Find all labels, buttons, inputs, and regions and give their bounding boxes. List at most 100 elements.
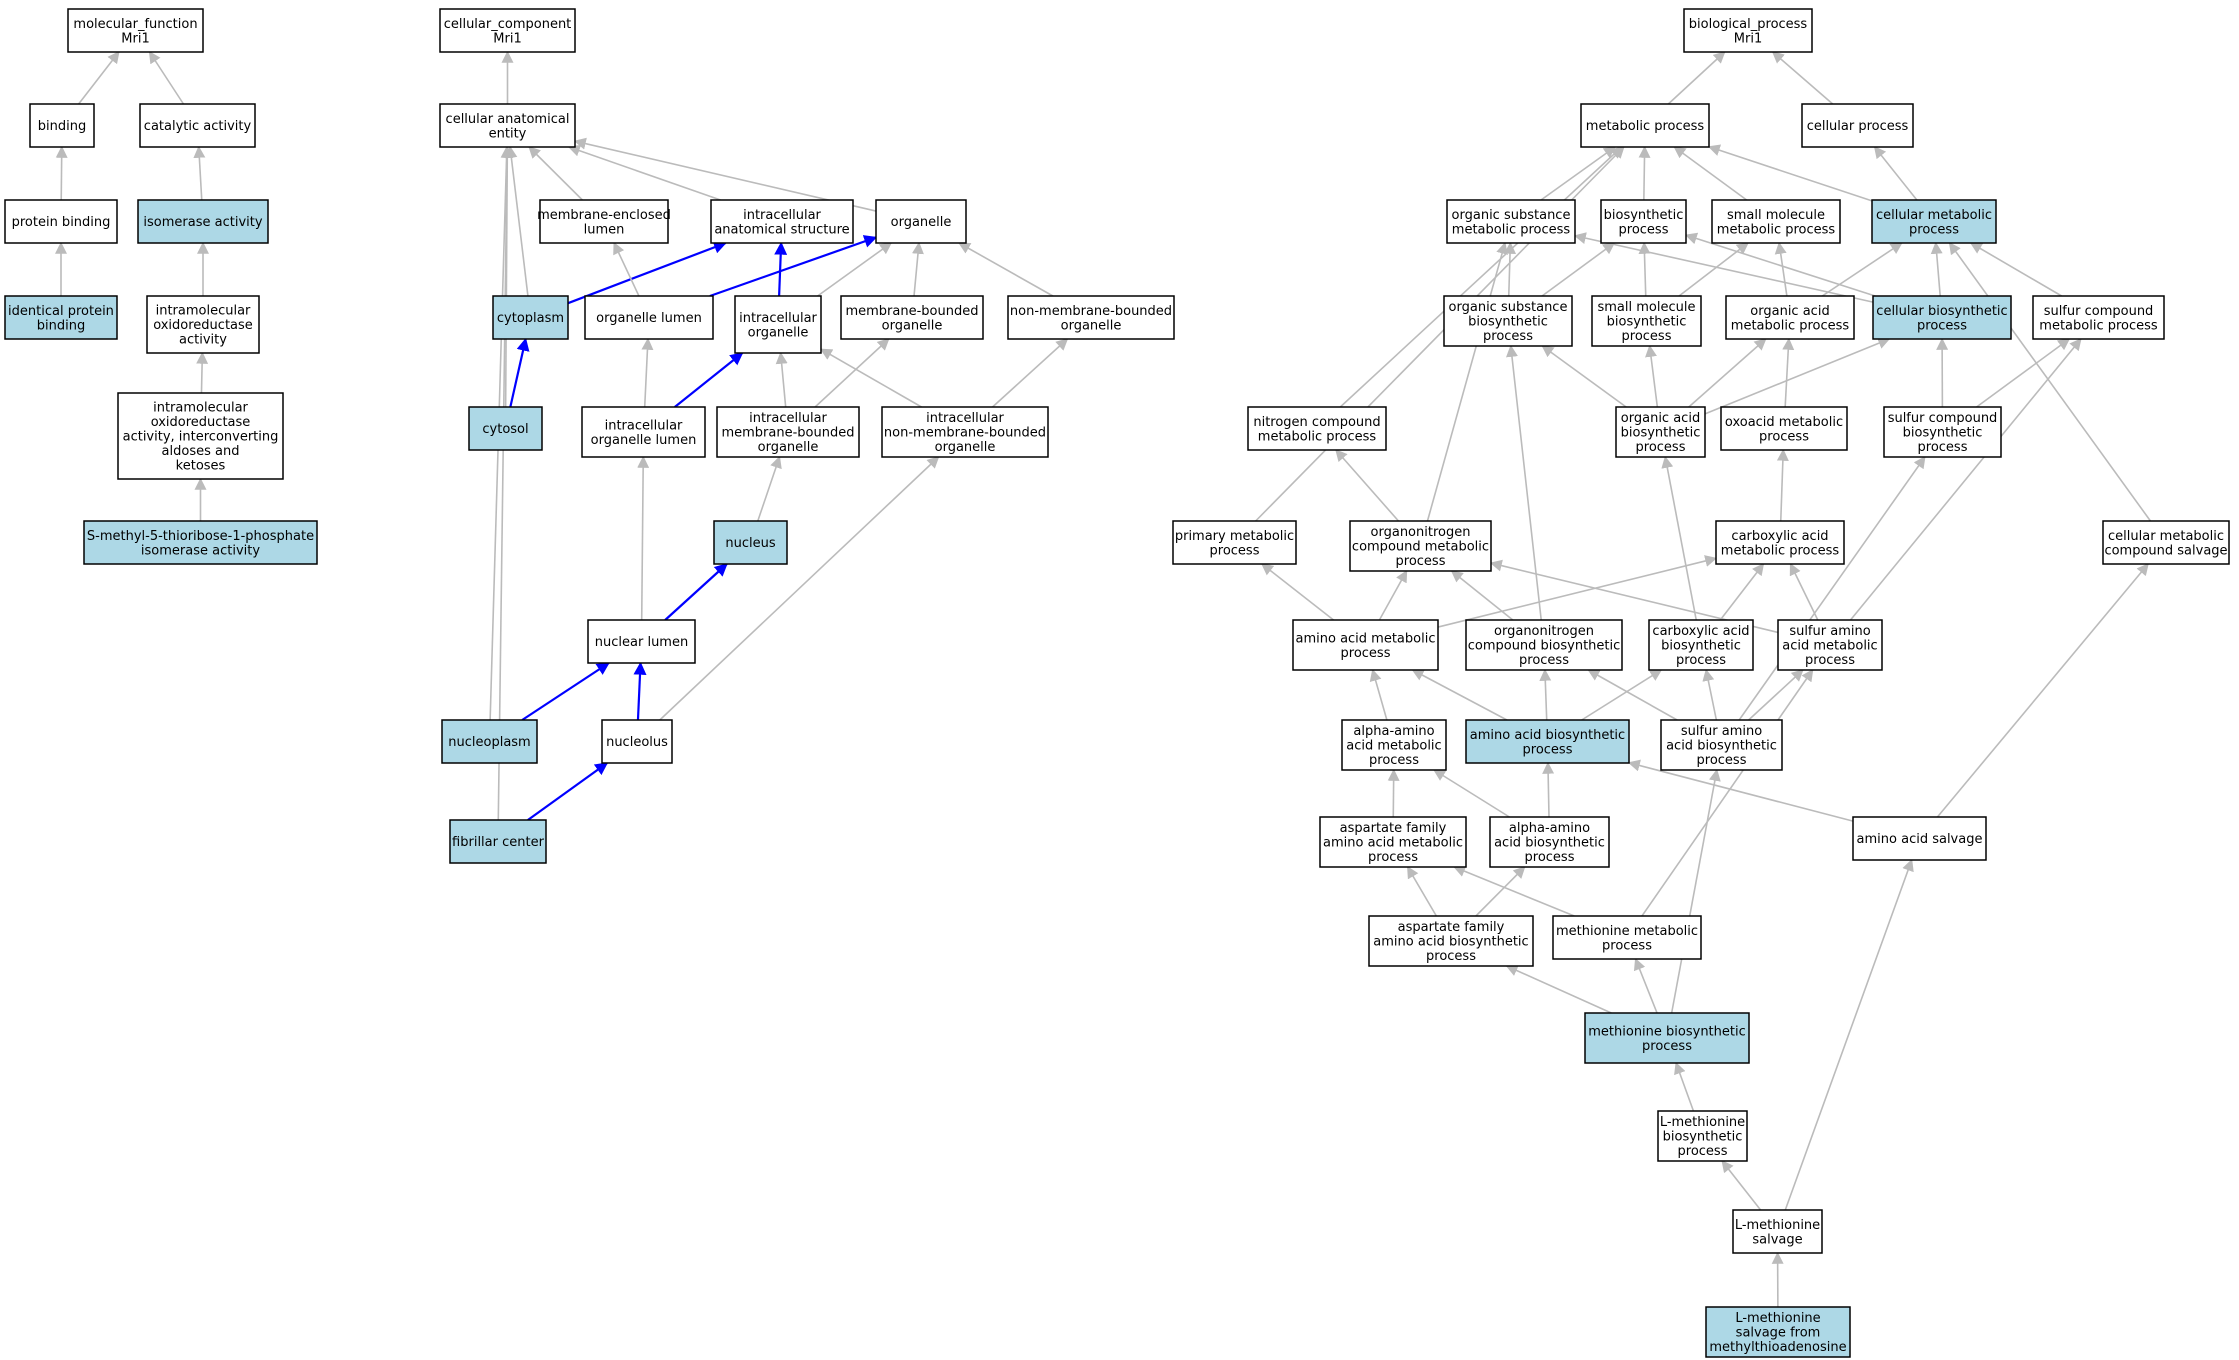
- term-label-line: sulfur amino: [1681, 724, 1762, 739]
- term-node-isomerase[interactable]: isomerase activity: [137, 199, 269, 244]
- term-node-organelle[interactable]: organelle: [875, 199, 967, 244]
- term-label-line: compound salvage: [2104, 543, 2227, 558]
- term-node-nucleolus[interactable]: nucleolus: [601, 719, 673, 764]
- term-box: [1732, 1209, 1823, 1254]
- term-box: [1172, 520, 1297, 565]
- part-of-edge-ic_organelle_lumen-to-ic_organelle: [674, 352, 744, 408]
- term-node-cellular_process[interactable]: cellular process: [1801, 103, 1914, 148]
- is-a-edge-asp_bios-to-alpha_aa_bios: [1475, 866, 1526, 917]
- is-a-edge-aa_salvage-to-cell_met_salvage: [1936, 563, 2149, 818]
- term-node-catalytic[interactable]: catalytic activity: [139, 103, 256, 148]
- term-node-nuclear_lumen[interactable]: nuclear lumen: [587, 619, 696, 664]
- part-of-edge-nuclear_lumen-to-nucleus: [664, 563, 728, 621]
- is-a-edge-isomerase-to-catalytic: [193, 145, 206, 201]
- term-label-line: process: [1523, 742, 1573, 757]
- term-label-line: nucleolus: [606, 735, 668, 750]
- term-node-ic_nmbo[interactable]: intracellularnon-membrane-boundedorganel…: [881, 406, 1049, 458]
- term-node-s_methyl[interactable]: S-methyl-5-thioribose-1-phosphateisomera…: [83, 520, 318, 565]
- part-of-edge-nucleolus-to-nuclear_lumen: [633, 661, 647, 721]
- term-node-protein_binding[interactable]: protein binding: [4, 199, 118, 244]
- term-node-aa_salvage[interactable]: amino acid salvage: [1852, 816, 1987, 861]
- is-a-edge-org_acid_bios-to-org_acid_met: [1688, 338, 1767, 408]
- term-label-line: methionine metabolic: [1556, 924, 1698, 939]
- term-box: [1720, 406, 1848, 451]
- is-a-edge-aa_met-to-primary_met: [1261, 563, 1335, 621]
- term-label-line: process: [1917, 318, 1967, 333]
- term-label-line: process: [1759, 429, 1809, 444]
- term-label-line: Mri1: [1734, 31, 1762, 46]
- is-a-edge-metabolic-to-bp_root: [1667, 51, 1726, 105]
- term-label-line: small molecule: [1598, 300, 1696, 315]
- is-a-edge-orgN_met-to-org_subst_met: [1426, 241, 1508, 522]
- term-node-fibrillar[interactable]: fibrillar center: [449, 819, 547, 864]
- term-box: [1368, 915, 1534, 967]
- term-node-nucleus[interactable]: nucleus: [713, 520, 788, 565]
- term-label-line: acid metabolic: [1346, 739, 1441, 754]
- term-box: [734, 295, 822, 354]
- term-label-line: cellular metabolic: [2108, 529, 2224, 544]
- term-node-cytosol[interactable]: cytosol: [468, 406, 543, 451]
- is-a-edge-ic_nmbo-to-ic_organelle: [819, 348, 922, 408]
- part-of-edge-ic_organelle-to-ias: [774, 241, 788, 297]
- is-a-edge-ic_organelle_lumen-to-organelle_lumen: [641, 337, 654, 408]
- is-a-edge-org_acid_bios-to-cell_bios: [1704, 337, 1891, 415]
- term-node-metabolic[interactable]: metabolic process: [1580, 103, 1710, 148]
- term-node-organelle_lumen[interactable]: organelle lumen: [584, 295, 714, 340]
- term-label-line: process: [1369, 753, 1419, 768]
- term-label-line: organic acid: [1621, 411, 1700, 426]
- term-label-line: biosynthetic: [1663, 1130, 1743, 1145]
- is-a-edge-biosynthetic-to-metabolic: [1638, 145, 1651, 201]
- is-a-edge-ic_organelle-to-organelle: [817, 242, 893, 297]
- term-node-cytoplasm[interactable]: cytoplasm: [492, 295, 569, 340]
- term-node-binding[interactable]: binding: [29, 103, 95, 148]
- term-node-nucleoplasm[interactable]: nucleoplasm: [441, 719, 538, 764]
- term-label-line: organelle: [935, 440, 996, 455]
